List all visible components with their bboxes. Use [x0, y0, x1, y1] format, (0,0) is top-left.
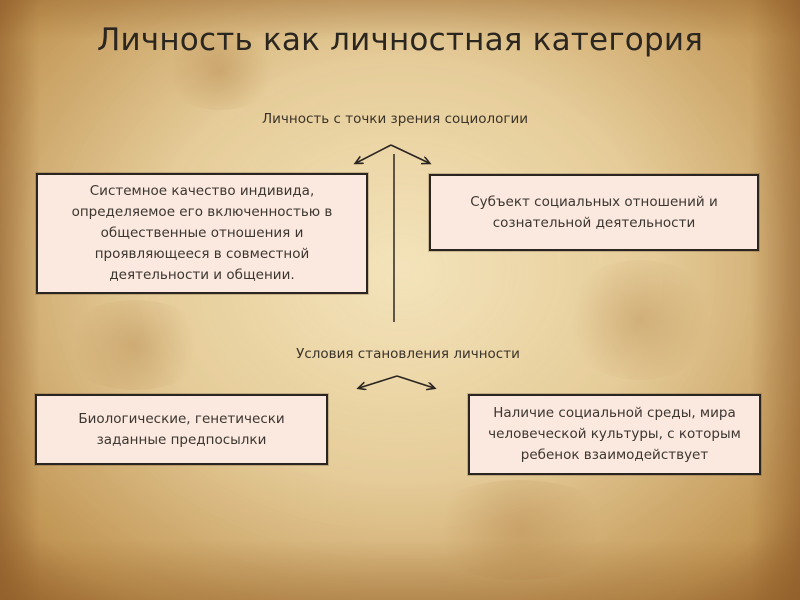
condition-box-social-environment: Наличие социальной среды, мира человечес…	[468, 394, 761, 475]
parchment-stain	[60, 300, 210, 390]
parchment-stain	[560, 260, 720, 380]
fork-arrow-top	[356, 144, 429, 163]
section-label-sociology: Личность с точки зрения социологии	[261, 111, 529, 127]
parchment-stain	[160, 30, 280, 110]
definition-box-system-quality: Системное качество индивида, определяемо…	[36, 173, 368, 294]
slide-title: Личность как личностная категория	[96, 22, 704, 58]
background-vignette-left	[0, 0, 40, 600]
background-vignette-top	[0, 0, 800, 40]
condition-box-biological: Биологические, генетически заданные пред…	[35, 394, 328, 465]
background-vignette-right	[750, 0, 800, 600]
fork-arrow-bottom	[359, 375, 434, 388]
parchment-stain	[420, 480, 620, 580]
definition-box-subject: Субъект социальных отношений и сознатель…	[429, 174, 759, 251]
background-vignette-bottom	[0, 540, 800, 600]
section-label-conditions: Условия становления личности	[296, 346, 520, 362]
